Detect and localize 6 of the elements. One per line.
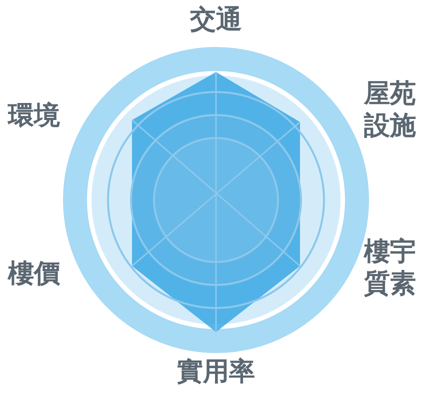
axis-label: 樓價: [6, 258, 61, 290]
axis-label: 屋苑設施: [362, 78, 417, 142]
axis-label: 實用率: [176, 356, 256, 388]
axis-label: 樓宇質素: [362, 236, 417, 300]
axis-label: 交通: [189, 4, 243, 36]
axis-label: 環境: [6, 100, 61, 132]
